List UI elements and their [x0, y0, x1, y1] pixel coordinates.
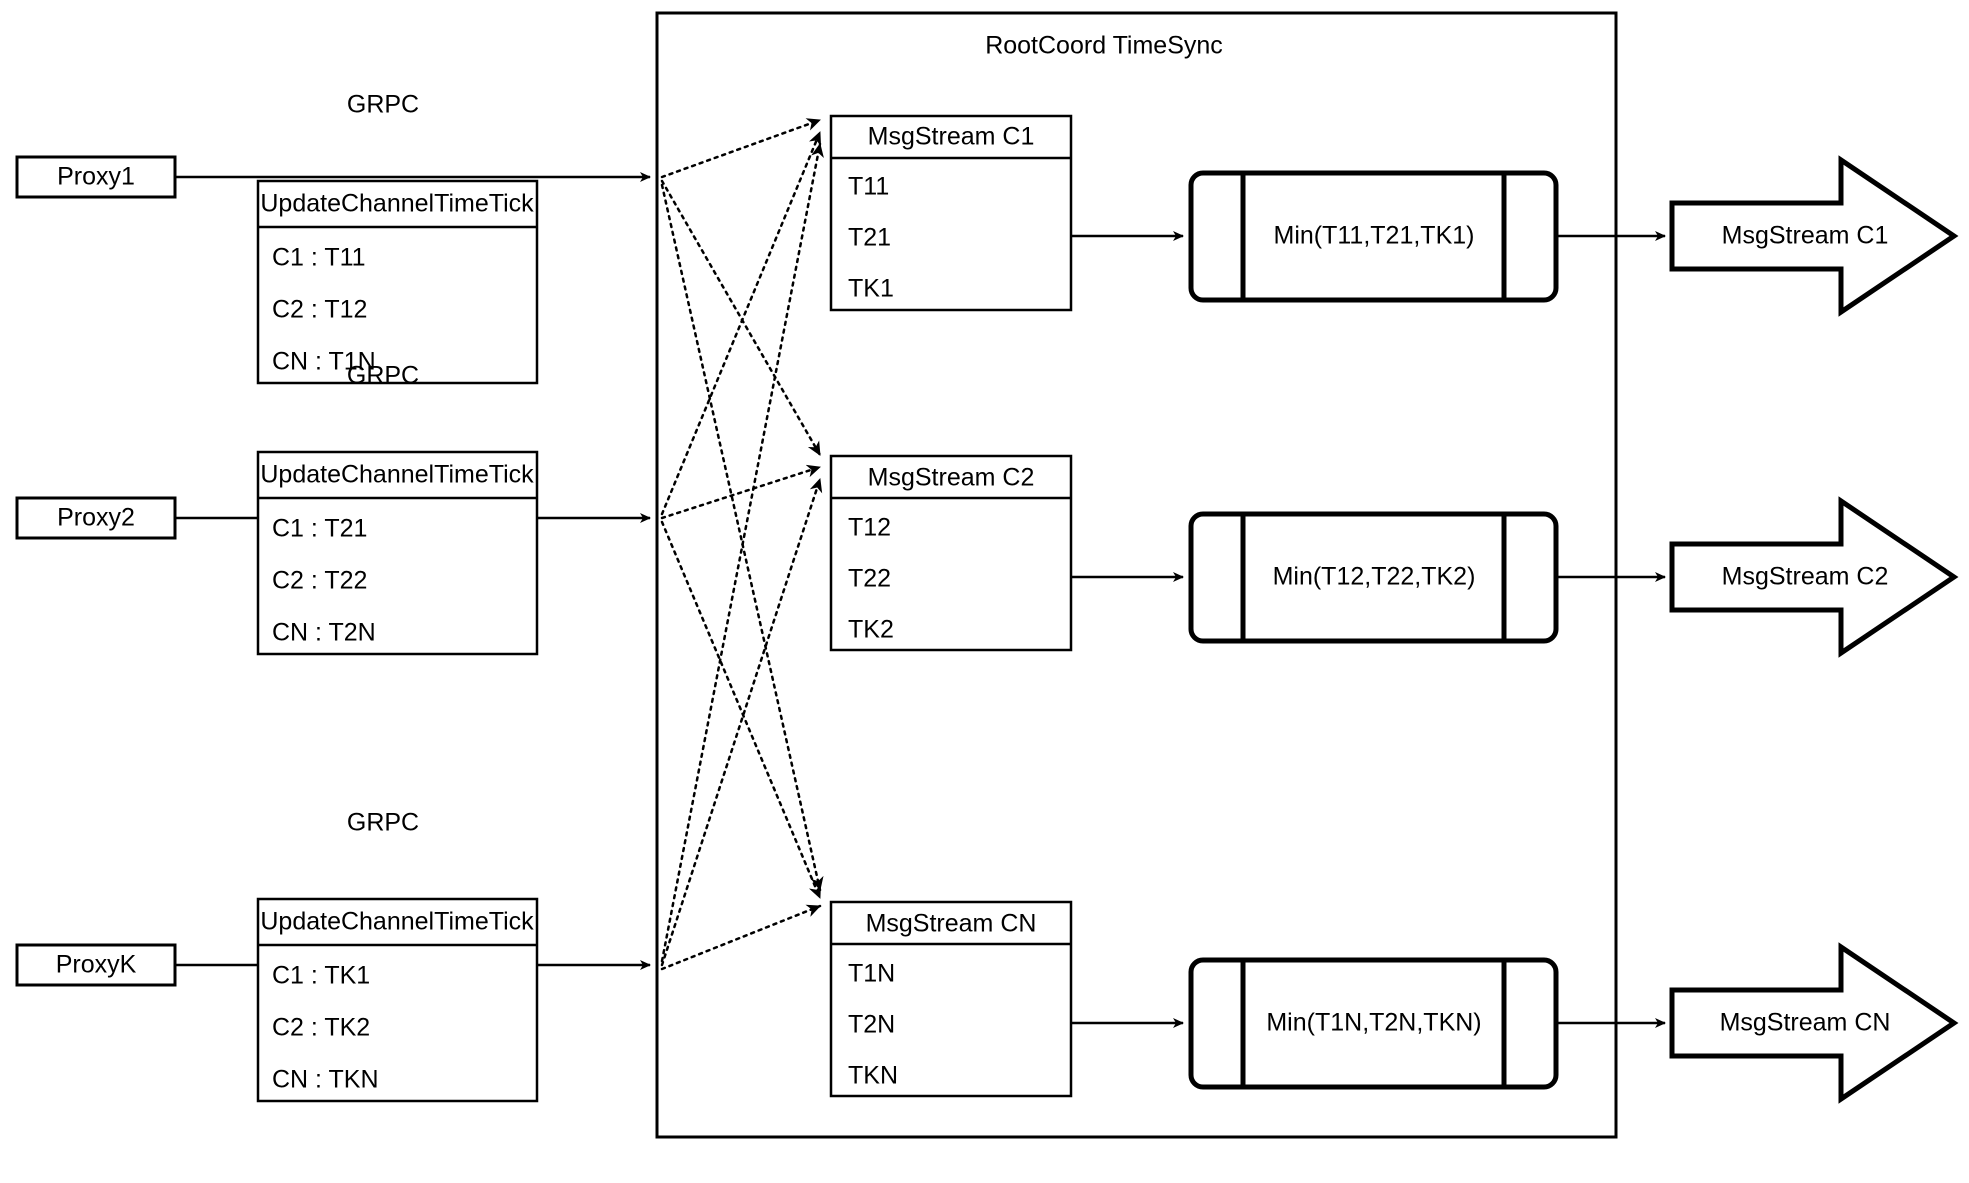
min-label-3: Min(T1N,T2N,TKN) [1266, 1008, 1482, 1037]
msgstream-item-2-2: TK2 [848, 615, 894, 644]
min-label-1: Min(T11,T21,TK1) [1273, 221, 1475, 250]
rpc-row-2-1: C2 : T22 [272, 566, 368, 595]
rpc-row-3-1: C2 : TK2 [272, 1013, 371, 1042]
fanout-pk-c1 [660, 142, 824, 963]
rpc-header-2: UpdateChannelTimeTick [260, 460, 534, 489]
proxy-box-1 [15, 155, 177, 199]
msgstream-item-3-1: T2N [848, 1010, 896, 1039]
fanout-pk-c2 [660, 477, 823, 967]
rpc-table-2 [256, 450, 539, 656]
msgstream-item-3-2: TKN [848, 1061, 898, 1090]
rpc-row-1-0: C1 : T11 [272, 243, 366, 272]
msgstream-header-2: MsgStream C2 [867, 463, 1035, 492]
rpc-row-1-2: CN : T1N [272, 347, 376, 376]
rootcoord-container [655, 11, 1618, 1139]
rpc-row-1-1: C2 : T12 [272, 295, 368, 324]
fanout-p2-cn [660, 520, 822, 900]
rpc-row-3-2: CN : TKN [272, 1065, 379, 1094]
msgstream-box-3 [829, 900, 1073, 1098]
output-label-3: MsgStream CN [1719, 1008, 1891, 1037]
rpc-table-1 [256, 179, 539, 385]
rpc-header-1: UpdateChannelTimeTick [260, 189, 534, 218]
msgstream-item-2-0: T12 [848, 513, 892, 542]
rpc-row-2-2: CN : T2N [272, 618, 376, 647]
output-arrow-shape-1 [1669, 155, 1959, 317]
fanout-p1-c2 [660, 179, 822, 457]
msgstream-header-1: MsgStream C1 [867, 122, 1035, 151]
min-box-3 [1188, 957, 1559, 1090]
msgstream-box-1 [829, 114, 1073, 312]
fanout-p2-c1 [660, 130, 822, 516]
msgstream-header-3: MsgStream CN [865, 909, 1037, 938]
rpc-table-3 [256, 897, 539, 1103]
grpc-label-2: GRPC [346, 361, 420, 390]
msgstream-item-1-2: TK1 [848, 274, 894, 303]
msgstream-item-2-1: T22 [848, 564, 892, 593]
grpc-label-1: GRPC [346, 90, 420, 119]
msgstream-box-2 [829, 454, 1073, 652]
output-arrow-shape-2 [1669, 496, 1959, 658]
page-title: RootCoord TimeSync [985, 31, 1223, 60]
fanout-pk-cn [660, 904, 822, 971]
grpc-label-3: GRPC [346, 808, 420, 837]
proxy-box-2 [15, 496, 177, 540]
rpc-row-3-0: C1 : TK1 [272, 961, 371, 990]
fanout-p1-cn [660, 183, 824, 892]
msgstream-item-1-0: T11 [848, 172, 890, 201]
proxy-label-3: ProxyK [55, 950, 137, 979]
msgstream-item-1-1: T21 [848, 223, 892, 252]
fanout-p2-c2 [660, 464, 822, 520]
proxy-label-2: Proxy2 [57, 503, 135, 532]
proxy-label-1: Proxy1 [57, 162, 135, 191]
output-label-1: MsgStream C1 [1721, 221, 1889, 250]
fanout-p1-c1 [660, 118, 822, 179]
msgstream-item-3-0: T1N [848, 959, 896, 988]
output-label-2: MsgStream C2 [1721, 562, 1889, 591]
rpc-row-2-0: C1 : T21 [272, 514, 368, 543]
output-arrow-shape-3 [1669, 942, 1959, 1104]
rpc-header-3: UpdateChannelTimeTick [260, 907, 534, 936]
min-label-2: Min(T12,T22,TK2) [1272, 562, 1476, 591]
